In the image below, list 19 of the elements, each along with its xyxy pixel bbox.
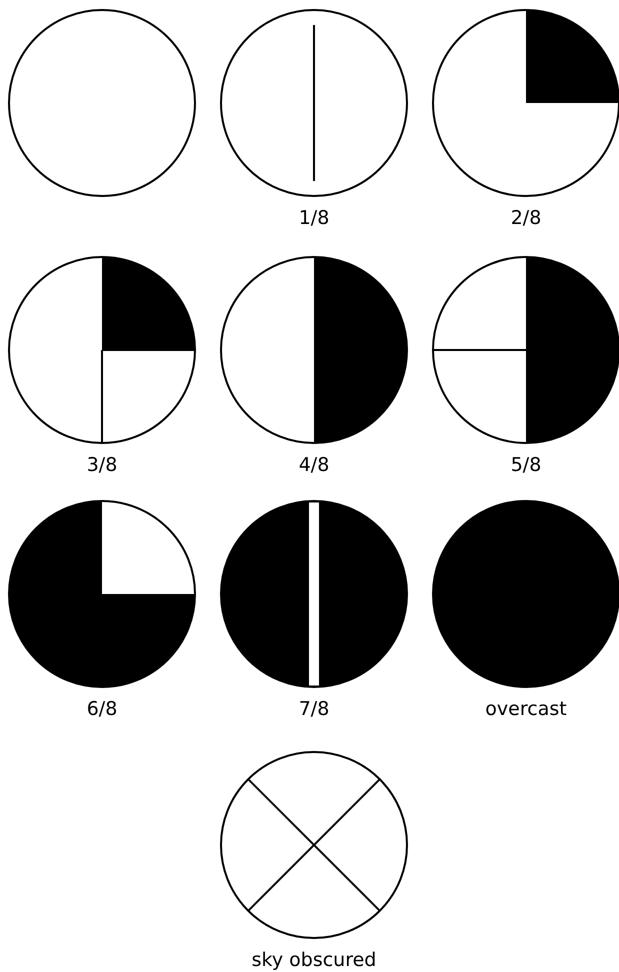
symbol-caption: sky obscured (250, 948, 378, 972)
symbol-caption: 1/8 (298, 206, 330, 230)
symbol-caption: 3/8 (86, 453, 118, 477)
cloud-cover-symbol (431, 255, 619, 445)
cloud-cover-symbol (7, 255, 197, 445)
cloud-cover-symbol (219, 8, 409, 198)
symbol-caption: 6/8 (86, 697, 118, 721)
cloud-cover-symbol (219, 255, 409, 445)
symbol-caption: 2/8 (510, 206, 542, 230)
cloud-cover-symbol (219, 750, 409, 940)
cloud-cover-symbol (431, 499, 619, 689)
symbol-caption: 4/8 (298, 453, 330, 477)
cloud-cover-symbol (431, 8, 619, 198)
symbol-caption: overcast (484, 697, 568, 721)
symbol-caption: 5/8 (510, 453, 542, 477)
cloud-cover-symbol (219, 499, 409, 689)
symbol-caption: 7/8 (298, 697, 330, 721)
cloud-cover-symbol (7, 499, 197, 689)
cloud-cover-symbol (7, 8, 197, 198)
